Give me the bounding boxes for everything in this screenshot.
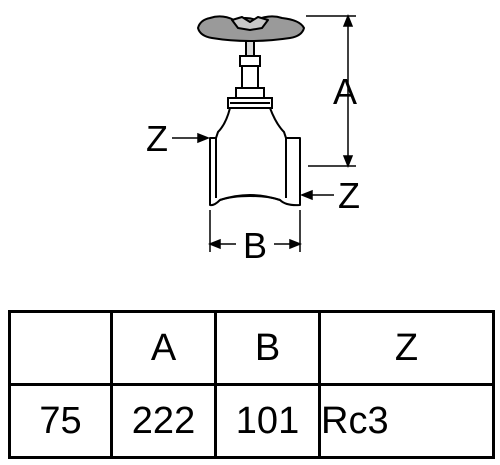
dimension-b-label: B [243,225,267,266]
valve-drawing: A B Z Z [146,13,360,266]
outlet-thread-label: Z [338,175,360,216]
cell-size: 75 [8,383,113,459]
spec-table: A B Z 75 222 101 Rc3 [8,310,495,459]
stem-bonnet [227,40,273,109]
valve-body [209,107,301,207]
header-cell-b: B [214,310,321,386]
cell-a: 222 [110,383,217,459]
dimension-a [306,13,356,169]
outlet-arrow [299,189,334,201]
table-row: 75 222 101 Rc3 [8,383,495,459]
header-cell-size [8,310,113,386]
header-cell-a: A [110,310,217,386]
header-cell-z: Z [318,310,495,386]
cell-z: Rc3 [318,383,495,459]
cell-b: 101 [214,383,321,459]
table-header-row: A B Z [8,310,495,386]
inlet-arrow [172,132,211,144]
dimension-a-label: A [333,71,357,112]
inlet-thread-label: Z [146,118,168,159]
dimension-b [207,210,303,252]
handwheel [197,15,305,42]
